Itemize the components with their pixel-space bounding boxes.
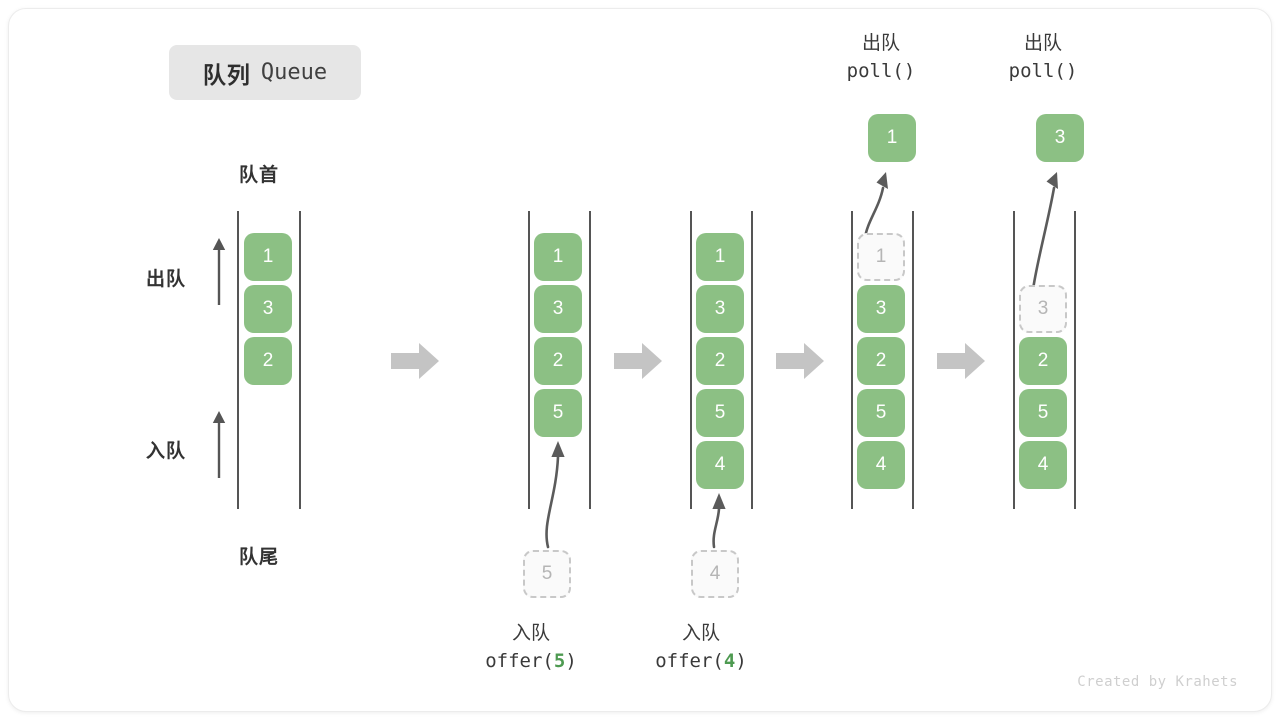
watermark-credit: Created by Krahets [1077,674,1238,690]
operation-label-poll-3: 出队 poll() [953,30,1133,85]
queue-slot: 5 [1019,389,1067,437]
operation-code: offer(5) [485,649,577,672]
queue-slot: 1 [534,233,582,281]
queue-slot: 3 [1019,285,1067,333]
enqueue-motion-arrow-icon [530,437,574,549]
queue-slot: 1 [244,233,292,281]
enqueue-motion-arrow-icon [700,489,736,549]
queue-rail-right-col5 [1074,211,1076,509]
step-separator-arrow-icon [612,339,664,383]
pending-enqueue-box: 4 [691,550,739,598]
queue-rail-left-col5 [1013,211,1015,509]
operation-code: poll() [846,59,916,82]
operation-label-poll-1: 出队 poll() [791,30,971,85]
queue-slot: 2 [857,337,905,385]
dequeue-direction-label: 出队 [146,269,187,290]
step-separator-arrow-icon [774,339,826,383]
queue-slot: 5 [857,389,905,437]
queue-slot: 4 [857,441,905,489]
queue-slot: 2 [244,337,292,385]
queue-rail-right-col1 [299,211,301,509]
enqueue-arrow-icon [210,408,228,480]
queue-slot: 5 [696,389,744,437]
title-chinese: 队列 [202,61,251,88]
operation-name-cn: 入队 [511,623,550,644]
queue-rail-right-col4 [912,211,914,509]
queue-rail-left-col4 [851,211,853,509]
queue-rail-right-col2 [589,211,591,509]
diagram-title-badge: 队列 Queue [169,45,361,100]
queue-rail-left-col3 [690,211,692,509]
operation-name-cn: 出队 [1023,33,1062,54]
queue-rail-left-col2 [528,211,530,509]
dequeue-motion-arrow-icon [851,166,895,240]
operation-label-offer-4: 入队 offer(4) [611,620,791,675]
queue-slot: 3 [696,285,744,333]
title-english: Queue [260,60,328,85]
operation-name-cn: 入队 [681,623,720,644]
queue-slot: 3 [857,285,905,333]
queue-slot: 3 [244,285,292,333]
step-separator-arrow-icon [389,339,441,383]
queue-slot: 1 [857,233,905,281]
operation-label-offer-5: 入队 offer(5) [441,620,621,675]
queue-slot: 4 [696,441,744,489]
dequeued-result-box: 3 [1036,114,1084,162]
step-separator-arrow-icon [935,339,987,383]
enqueue-direction-label: 入队 [146,441,187,462]
dequeue-arrow-icon [210,235,228,307]
operation-code: poll() [1008,59,1078,82]
queue-slot: 1 [696,233,744,281]
queue-slot: 2 [1019,337,1067,385]
operation-name-cn: 出队 [861,33,900,54]
queue-slot: 2 [696,337,744,385]
queue-slot: 4 [1019,441,1067,489]
queue-rail-right-col3 [751,211,753,509]
queue-slot: 2 [534,337,582,385]
operation-code: offer(4) [655,649,747,672]
queue-slot: 5 [534,389,582,437]
dequeued-result-box: 1 [868,114,916,162]
dequeue-motion-arrow-icon [1010,166,1062,292]
queue-rail-left-col1 [237,211,239,509]
pending-enqueue-box: 5 [523,550,571,598]
queue-slot: 3 [534,285,582,333]
queue-tail-label: 队尾 [239,547,280,568]
queue-head-label: 队首 [239,165,280,186]
